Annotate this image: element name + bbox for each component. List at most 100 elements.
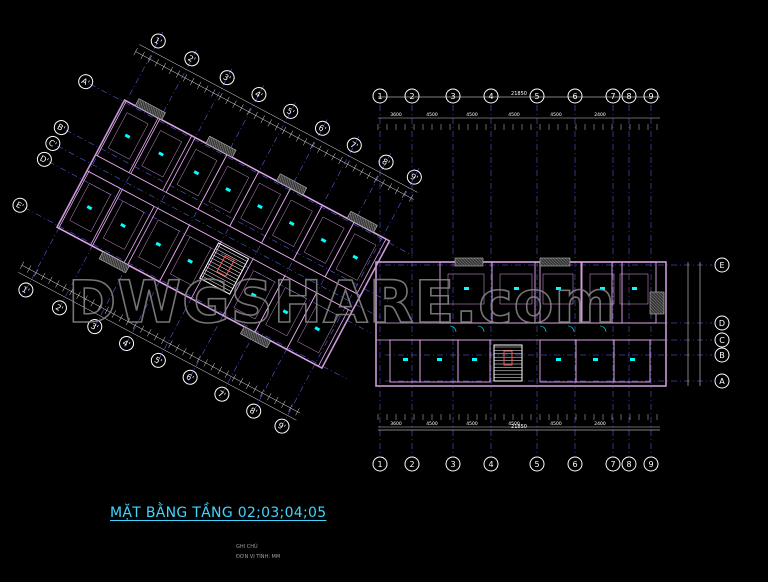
hatch-line	[215, 139, 220, 151]
axis-marker-label: 4'	[253, 89, 264, 100]
lw-dimension-line	[21, 265, 301, 414]
axis-marker-circle	[372, 456, 388, 472]
stair-outline	[493, 344, 523, 382]
hatch-line	[455, 257, 465, 267]
lw-grid-line	[249, 153, 391, 419]
hatch-line	[375, 224, 377, 228]
lw-room-inner	[69, 183, 111, 232]
lw-balcony-hatch	[240, 326, 272, 349]
hatch-line	[144, 101, 149, 113]
axis-marker-circle	[53, 120, 69, 136]
hatch-line	[351, 211, 356, 223]
grid-marker-top-5: 5	[529, 88, 545, 104]
axis-marker-label: D'	[38, 154, 50, 166]
lw-dimension-tick	[34, 269, 39, 277]
left-wing-building	[55, 98, 391, 370]
hatch-line	[101, 253, 105, 262]
axis-marker-label: 8	[626, 460, 631, 469]
drawing-title: MẶT BẰNG TẦNG 02;03;04;05	[110, 505, 327, 521]
lw-dimension-tick	[239, 104, 244, 112]
dimension-value: 4500	[426, 421, 438, 427]
lw-grid-marker-bottom: 3'	[87, 319, 103, 335]
axis-marker-label: 9	[648, 92, 653, 101]
axis-marker-label: 7'	[349, 140, 360, 151]
hatch-line	[349, 213, 353, 222]
dimension-value: 4500	[466, 421, 478, 427]
hatch-line	[244, 327, 249, 339]
lw-grid-line	[65, 129, 389, 302]
axis-marker-label: 7	[610, 92, 615, 101]
axis-marker-circle	[605, 88, 621, 104]
lw-dimension-tick	[352, 164, 357, 172]
axis-marker-label: 5'	[285, 106, 296, 117]
lw-dimension-tick	[359, 168, 364, 176]
lw-dimension-tick	[211, 89, 216, 97]
grid-marker-E: E	[714, 257, 730, 273]
lw-grid-marker-left: D'	[36, 151, 52, 167]
grid-marker-bottom-5: 5	[529, 456, 545, 472]
lw-room-inner	[272, 199, 313, 247]
lw-dimension-tick	[83, 295, 88, 303]
hatch-line	[299, 184, 304, 195]
axis-marker-label: E'	[14, 200, 25, 211]
axis-marker-circle	[445, 88, 461, 104]
lw-grid-marker-bottom: 9'	[274, 418, 290, 434]
lw-dimension-tick	[225, 96, 230, 105]
lw-room-inner	[297, 304, 339, 354]
axis-marker-circle	[714, 347, 730, 363]
axis-marker-circle	[246, 403, 262, 419]
hatch-line	[649, 301, 663, 315]
hatch-line	[114, 257, 118, 269]
lw-dimension-tick	[97, 302, 102, 311]
lw-dimension-tick	[27, 265, 32, 273]
lw-room	[58, 171, 122, 246]
lw-dimension-tick	[55, 280, 60, 288]
axis-marker-label: 4	[488, 460, 493, 469]
lw-dimension-tick	[69, 287, 74, 296]
axis-marker-circle	[219, 70, 235, 86]
axis-marker-circle	[714, 257, 730, 273]
lw-dimension-tick	[133, 321, 138, 329]
lw-dimension-line	[135, 51, 414, 200]
lw-dimension-tick	[210, 363, 215, 371]
lw-dimension-tick	[183, 74, 188, 82]
lw-room-inner	[138, 219, 180, 269]
axis-marker-circle	[184, 51, 200, 67]
lw-room-fixture	[314, 326, 321, 332]
axis-marker-circle	[12, 197, 28, 213]
lw-room-fixture	[155, 241, 162, 247]
lw-dimension-tick	[303, 138, 308, 146]
lw-grid-marker-bottom: 5'	[150, 352, 166, 368]
lw-dimension-tick	[197, 81, 202, 90]
left-wing-grid	[18, 32, 420, 434]
hatch-fill	[539, 257, 571, 267]
axis-marker-label: 9	[648, 460, 653, 469]
lw-room-inner	[141, 130, 182, 178]
lw-room-inner	[303, 216, 345, 264]
upper-room-fixture	[600, 287, 605, 290]
axis-marker-label: 8'	[381, 157, 392, 168]
axis-marker-circle	[643, 456, 659, 472]
lw-dimension-line	[139, 44, 418, 193]
hatch-line	[660, 291, 665, 296]
dimension-value: 4500	[550, 112, 562, 118]
grid-marker-top-2: 2	[404, 88, 420, 104]
hatch-line	[116, 259, 121, 271]
lw-grid-marker-top: 4'	[251, 86, 267, 102]
hatch-line	[220, 142, 225, 154]
lw-dimension-tick	[267, 393, 272, 401]
lw-grid-marker-top: 6'	[315, 120, 331, 136]
hatch-line	[108, 254, 113, 266]
lw-dimension-tick	[394, 186, 400, 195]
axis-marker-circle	[529, 456, 545, 472]
lw-room-fixture	[282, 309, 289, 315]
axis-marker-circle	[346, 137, 362, 153]
lw-grid-marker-left: A'	[78, 74, 94, 90]
dimension-value: 3600	[390, 421, 402, 427]
lw-grid-line	[24, 207, 347, 380]
lw-balcony-hatch	[346, 210, 378, 233]
axis-marker-circle	[483, 456, 499, 472]
grid-marker-bottom-3: 3	[445, 456, 461, 472]
lw-dimension-tick	[366, 171, 371, 180]
